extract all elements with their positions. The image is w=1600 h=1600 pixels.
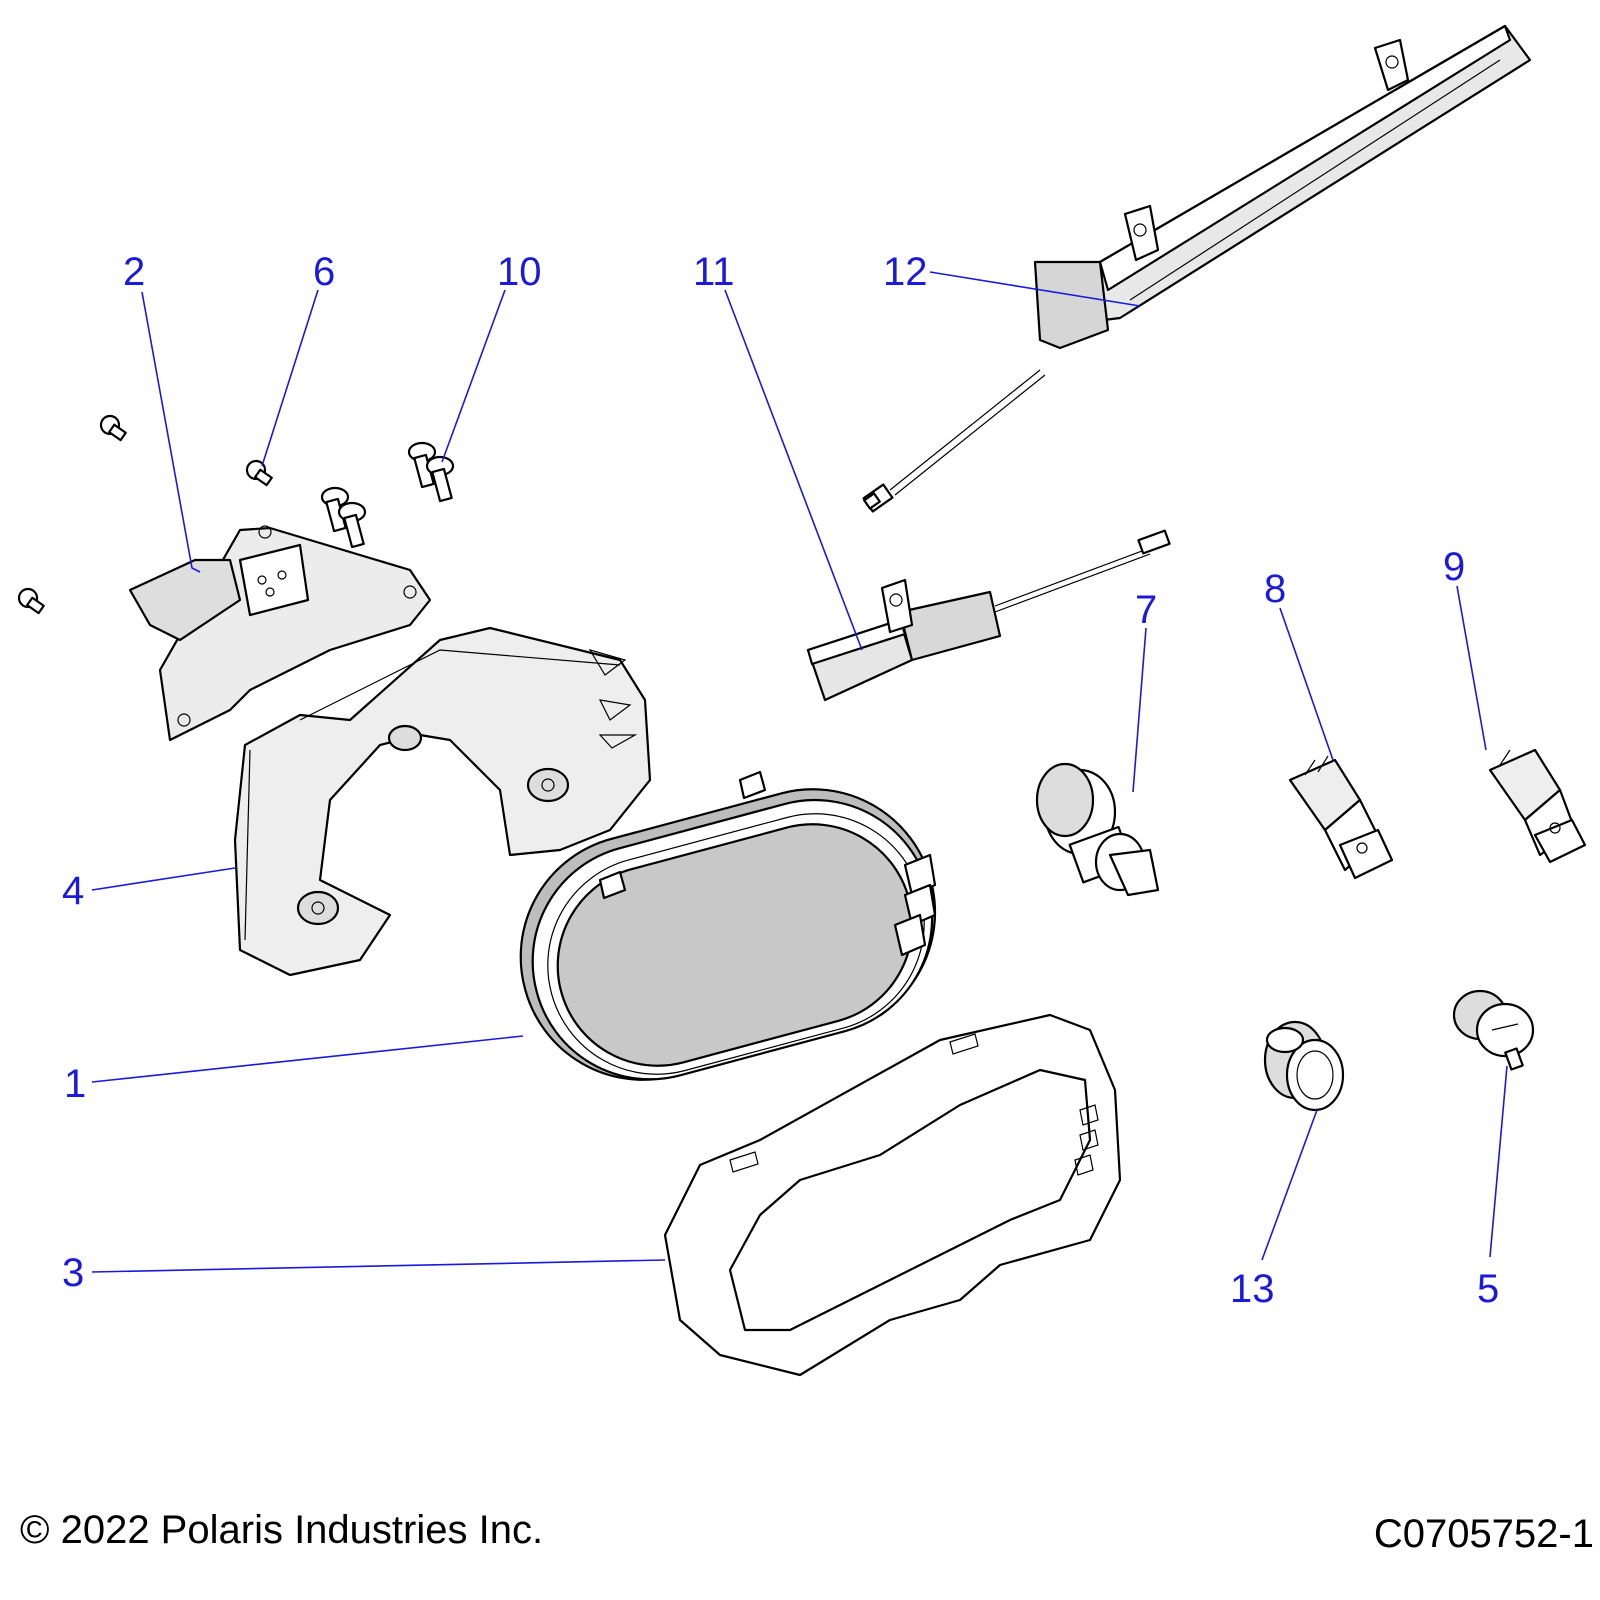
figure-id: C0705752-1 (1373, 1512, 1594, 1556)
part-1-display-cluster (519, 770, 937, 1081)
part-7-ignition-switch (1035, 762, 1160, 897)
leader-9 (1456, 585, 1487, 751)
part-4-rear-housing (233, 626, 652, 977)
part-9-rocker-switch (1488, 748, 1587, 864)
callout-1: 1 (64, 1062, 86, 1106)
bolt-flange-a (320, 486, 350, 533)
callout-3: 3 (62, 1251, 84, 1295)
callout-10: 10 (497, 250, 542, 294)
leader-13 (1261, 1109, 1318, 1261)
bolt-flange-b (337, 501, 367, 549)
screw-small-c (17, 587, 45, 615)
bolt-flange-d (425, 455, 455, 503)
callout-6: 6 (313, 250, 335, 294)
part-2-mounting-bracket (128, 525, 432, 742)
leader-1 (91, 1035, 524, 1083)
part-8-rocker-switch (1288, 755, 1394, 880)
bolt-flange-c (407, 441, 437, 489)
leader-7 (1132, 627, 1147, 793)
callout-12: 12 (883, 250, 928, 294)
leader-6 (261, 289, 319, 467)
part-3-front-bezel (663, 1013, 1122, 1377)
callout-7: 7 (1135, 588, 1157, 632)
callout-11: 11 (693, 250, 735, 294)
callout-13: 13 (1230, 1267, 1275, 1311)
leader-lines (91, 271, 1508, 1273)
copyright-notice: © 2022 Polaris Industries Inc. (20, 1508, 544, 1552)
screw-small-b (245, 459, 273, 487)
leader-11 (724, 289, 863, 651)
fasteners (17, 414, 455, 615)
part-12-light-bar (862, 24, 1532, 513)
callout-2: 2 (123, 250, 145, 294)
leader-8 (1279, 607, 1334, 761)
leader-12 (929, 271, 1141, 307)
callout-labels: 2 6 10 11 12 4 1 3 7 8 9 13 5 (62, 250, 1499, 1311)
callout-8: 8 (1264, 567, 1286, 611)
leader-5 (1489, 1065, 1508, 1258)
callout-5: 5 (1477, 1267, 1499, 1311)
leader-2 (141, 291, 201, 573)
part-11-small-light (806, 529, 1171, 702)
part-13-round-socket (1263, 1020, 1345, 1112)
leader-4 (91, 867, 236, 891)
callout-9: 9 (1443, 545, 1465, 589)
leader-3 (91, 1259, 666, 1273)
screw-small-a (99, 414, 127, 442)
callout-4: 4 (62, 869, 84, 913)
leader-10 (441, 289, 506, 463)
part-5-power-outlet (1452, 989, 1535, 1071)
